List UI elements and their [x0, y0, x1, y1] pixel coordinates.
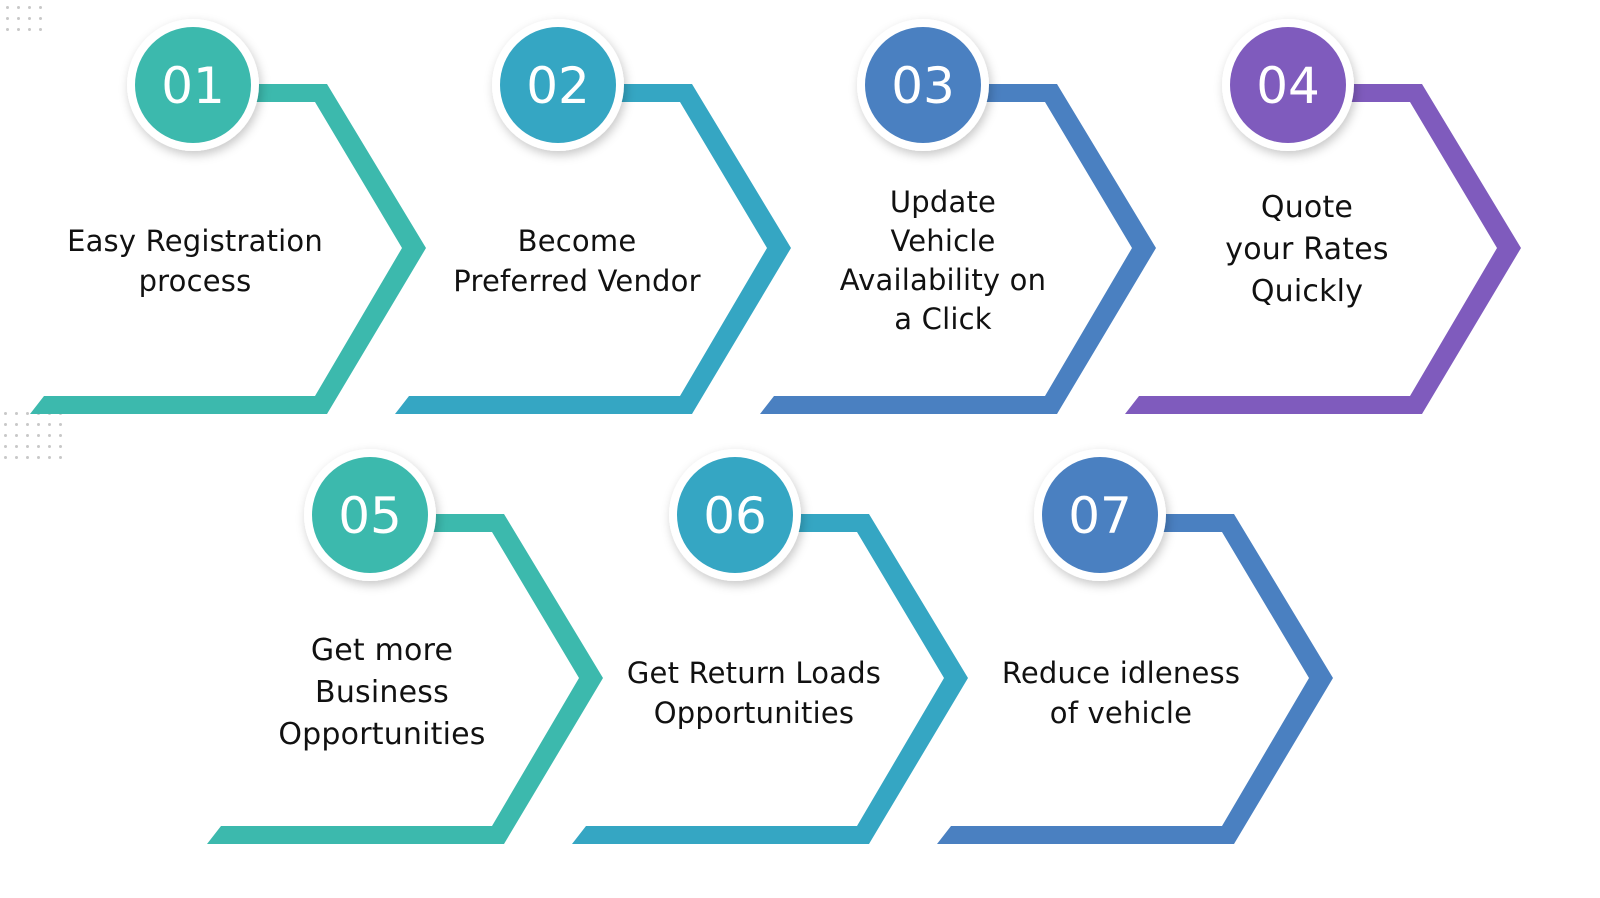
step-label-line: Update — [889, 185, 997, 219]
step-number: 03 — [891, 57, 955, 115]
dot — [4, 434, 7, 437]
dot — [48, 434, 51, 437]
step-label-line: Become — [517, 224, 637, 258]
dot — [4, 456, 7, 459]
step-chevron-graphic: 05 — [207, 449, 603, 844]
dot — [28, 17, 31, 20]
badge-disc — [1042, 457, 1158, 573]
dot — [26, 423, 29, 426]
step-number: 06 — [703, 487, 767, 545]
decorative-dots-top — [6, 6, 43, 32]
step-label-line: Availability on — [839, 263, 1047, 297]
dot — [17, 28, 20, 31]
dot — [4, 423, 7, 426]
dot — [59, 456, 62, 459]
step-label-line: a Click — [894, 302, 992, 336]
step-label-line: Quote — [1260, 190, 1354, 225]
step-label-line: your Rates — [1225, 232, 1389, 267]
dot — [6, 6, 9, 9]
step-label: Easy Registration process — [45, 221, 345, 301]
dot — [15, 423, 18, 426]
dot — [37, 434, 40, 437]
dot — [39, 28, 42, 31]
dot — [17, 17, 20, 20]
step-number: 01 — [161, 57, 225, 115]
step-number: 04 — [1256, 57, 1320, 115]
step-chevron-graphic: 04 — [1125, 19, 1521, 414]
badge-disc — [865, 27, 981, 143]
dot — [37, 445, 40, 448]
step-label-line: Reduce idleness — [1001, 656, 1241, 690]
dot — [26, 412, 29, 415]
step-number: 05 — [338, 487, 402, 545]
step-label: Reduce idleness of vehicle — [971, 653, 1271, 733]
badge-disc — [677, 457, 793, 573]
step-number: 07 — [1068, 487, 1132, 545]
dot — [28, 6, 31, 9]
dot — [59, 434, 62, 437]
step-chevron-graphic: 02 — [395, 19, 791, 414]
dot — [26, 434, 29, 437]
dot — [37, 423, 40, 426]
badge-disc — [135, 27, 251, 143]
step-label-line: Easy Registration — [67, 224, 323, 258]
step-label-line: Business — [315, 675, 449, 710]
badge-disc — [500, 27, 616, 143]
step-label-line: of vehicle — [1049, 696, 1193, 730]
step-chevron-graphic: 07 — [937, 449, 1333, 844]
dot — [15, 445, 18, 448]
step-chevron-graphic: 06 — [572, 449, 968, 844]
step-chevron-graphic: 03 — [760, 19, 1156, 414]
step-label-line: Opportunities — [653, 696, 855, 730]
dot — [48, 456, 51, 459]
badge-disc — [1230, 27, 1346, 143]
step-label-line: Get Return Loads — [626, 656, 882, 690]
dot — [37, 456, 40, 459]
dot — [39, 17, 42, 20]
step-label-line: Opportunities — [278, 717, 486, 752]
badge-disc — [312, 457, 428, 573]
step-label-line: Preferred Vendor — [453, 264, 701, 298]
dot — [48, 423, 51, 426]
dot — [39, 6, 42, 9]
dot — [6, 28, 9, 31]
dot — [26, 456, 29, 459]
step-label-line: process — [138, 264, 252, 298]
dot — [4, 445, 7, 448]
dot — [4, 412, 7, 415]
step-label-line: Vehicle — [890, 224, 996, 258]
dot — [28, 28, 31, 31]
dot — [59, 423, 62, 426]
step-label-line: Get more — [310, 633, 454, 668]
dot — [15, 412, 18, 415]
step-number: 02 — [526, 57, 590, 115]
dot — [15, 456, 18, 459]
dot — [26, 445, 29, 448]
dot — [48, 445, 51, 448]
dot — [6, 17, 9, 20]
dot — [59, 445, 62, 448]
dot — [15, 434, 18, 437]
step-chevron-graphic: 01 — [30, 19, 426, 414]
dot — [17, 6, 20, 9]
step-label-line: Quickly — [1250, 274, 1364, 309]
